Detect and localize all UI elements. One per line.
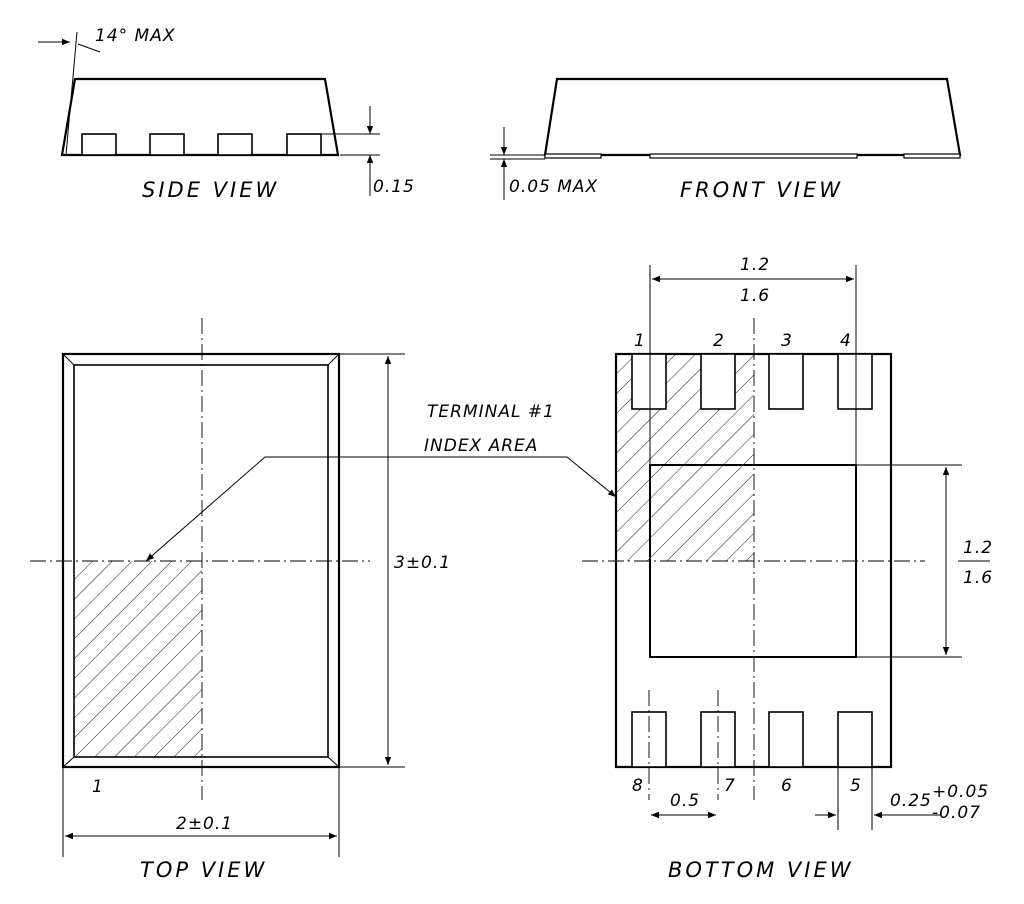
chamfer-line [327,756,340,768]
pin-1-label: 1 [634,331,646,351]
chamfer-line [327,353,340,366]
epad-width-nom: 1.2 [740,255,770,275]
front-view-epad [649,153,858,159]
bottom-view: 1 2 3 4 5 6 7 8 1.2 1.6 1.2 1.6 0.5 0.25… [582,255,993,882]
lead-width-tol-minus: -0.07 [932,803,981,823]
pad-1 [631,353,667,410]
top-view-title: TOP VIEW [140,858,267,882]
pin-6-label: 6 [781,776,793,796]
pin-8-label: 8 [632,776,644,796]
pin-4-label: 4 [840,331,852,351]
side-view-pad [217,133,253,156]
draft-angle-label: 14° MAX [95,26,175,46]
draft-angle-leader [77,43,101,53]
epad-width-max: 1.6 [740,286,770,306]
pad-5 [837,711,873,768]
pin-2-label: 2 [713,331,725,351]
front-view-title: FRONT VIEW [680,178,843,202]
pin-5-label: 5 [850,776,862,796]
lead-width-tol-plus: +0.05 [932,782,989,802]
front-view-lead [544,153,602,159]
pad-height-label: 0.15 [373,177,415,197]
bottom-view-body [614,352,893,769]
body-width-label: 2±0.1 [176,814,233,834]
callout-line1: TERMINAL #1 [427,402,555,422]
terminal-index-callout: TERMINAL #1 INDEX AREA [145,402,617,562]
side-view-pad [149,133,185,156]
front-view: 0.05 MAX FRONT VIEW [490,77,962,202]
side-view-title: SIDE VIEW [142,178,279,202]
front-view-lead [903,153,961,159]
side-view-pad [81,133,117,156]
chamfer-line [62,756,75,768]
epad-height-nom: 1.2 [963,538,993,558]
pad-6 [768,711,804,768]
pad-4 [837,353,873,410]
pad-2 [700,353,736,410]
epad-height-max: 1.6 [963,568,993,588]
pin-7-label: 7 [724,776,736,796]
pitch-label: 0.5 [670,791,700,811]
bottom-view-title: BOTTOM VIEW [668,858,854,882]
top-view-body [61,352,341,769]
pad-3 [768,353,804,410]
body-length-label: 3±0.1 [394,553,451,573]
side-view-pad [286,133,322,156]
top-view-pin1-label: 1 [92,777,104,797]
draft-angle-extension [65,31,78,156]
front-view-body [543,77,962,157]
callout-line2: INDEX AREA [424,436,538,456]
callout-leader-bottom [545,456,617,498]
exposed-pad-hatch [650,465,754,561]
side-view: 14° MAX 0.15 SIDE VIEW [38,26,415,202]
callout-leader-top [145,456,565,562]
lead-width-label: 0.25 [890,791,932,811]
standoff-label: 0.05 MAX [509,177,598,197]
chamfer-line [62,353,75,366]
pin1-hatch-area [74,561,202,757]
top-view: 1 3±0.1 2±0.1 TOP VIEW [30,318,451,882]
pin-3-label: 3 [781,331,793,351]
